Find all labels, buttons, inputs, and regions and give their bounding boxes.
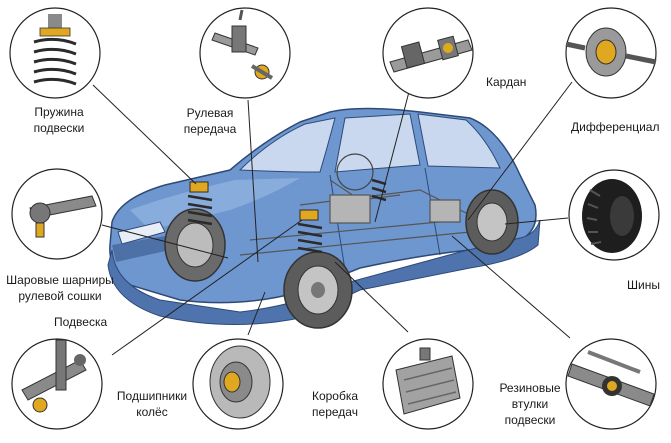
label-ball-joints: Шаровые шарниры рулевой сошки xyxy=(4,272,116,304)
label-spring-line2: подвески xyxy=(33,121,85,135)
detail-tire xyxy=(568,169,660,261)
label-wheel-bearings: Подшипники колёс xyxy=(114,388,190,420)
chassis-mechanics xyxy=(239,153,471,256)
detail-steering-gear xyxy=(199,7,291,99)
detail-suspension xyxy=(11,338,103,430)
label-differential-line1: Дифференциал xyxy=(571,120,660,134)
label-steering-gear-line2: передача xyxy=(183,122,237,136)
label-ball-joints-line2: рулевой сошки xyxy=(18,289,102,303)
label-steering-gear-line1: Рулевая xyxy=(186,106,234,120)
label-rubber-bushings-line3: подвески xyxy=(504,413,556,427)
detail-spring xyxy=(9,7,101,99)
detail-gearbox xyxy=(382,338,474,430)
label-differential: Дифференциал xyxy=(571,119,659,135)
detail-driveshaft xyxy=(382,7,474,99)
detail-ball-joints xyxy=(11,168,103,260)
car-springs xyxy=(187,178,387,254)
label-suspension: Подвеска xyxy=(54,314,107,330)
label-gearbox-line2: передач xyxy=(312,405,358,419)
label-rubber-bushings: Резиновые втулки подвески xyxy=(494,380,566,428)
label-driveshaft-line1: Кардан xyxy=(486,75,527,89)
label-rubber-bushings-line2: втулки xyxy=(511,397,549,411)
detail-wheel-bearing xyxy=(192,338,284,430)
label-tires-line1: Шины xyxy=(627,278,660,292)
label-rubber-bushings-line1: Резиновые xyxy=(499,381,561,395)
leader-lines xyxy=(92,81,573,356)
label-gearbox-line1: Коробка xyxy=(311,389,359,403)
wheels xyxy=(164,189,519,329)
detail-rubber-bushings xyxy=(565,338,657,430)
label-suspension-line1: Подвеска xyxy=(54,315,108,329)
label-gearbox: Коробка передач xyxy=(305,388,365,420)
label-spring-line1: Пружина xyxy=(34,105,84,119)
label-driveshaft: Кардан xyxy=(486,74,526,90)
label-wheel-bearings-line2: колёс xyxy=(136,405,168,419)
label-steering-gear: Рулевая передача xyxy=(178,105,242,137)
label-wheel-bearings-line1: Подшипники xyxy=(116,389,188,403)
detail-differential xyxy=(565,7,657,99)
label-ball-joints-line1: Шаровые шарниры xyxy=(6,273,114,287)
label-tires: Шины xyxy=(627,277,660,293)
label-spring: Пружина подвески xyxy=(26,104,92,136)
